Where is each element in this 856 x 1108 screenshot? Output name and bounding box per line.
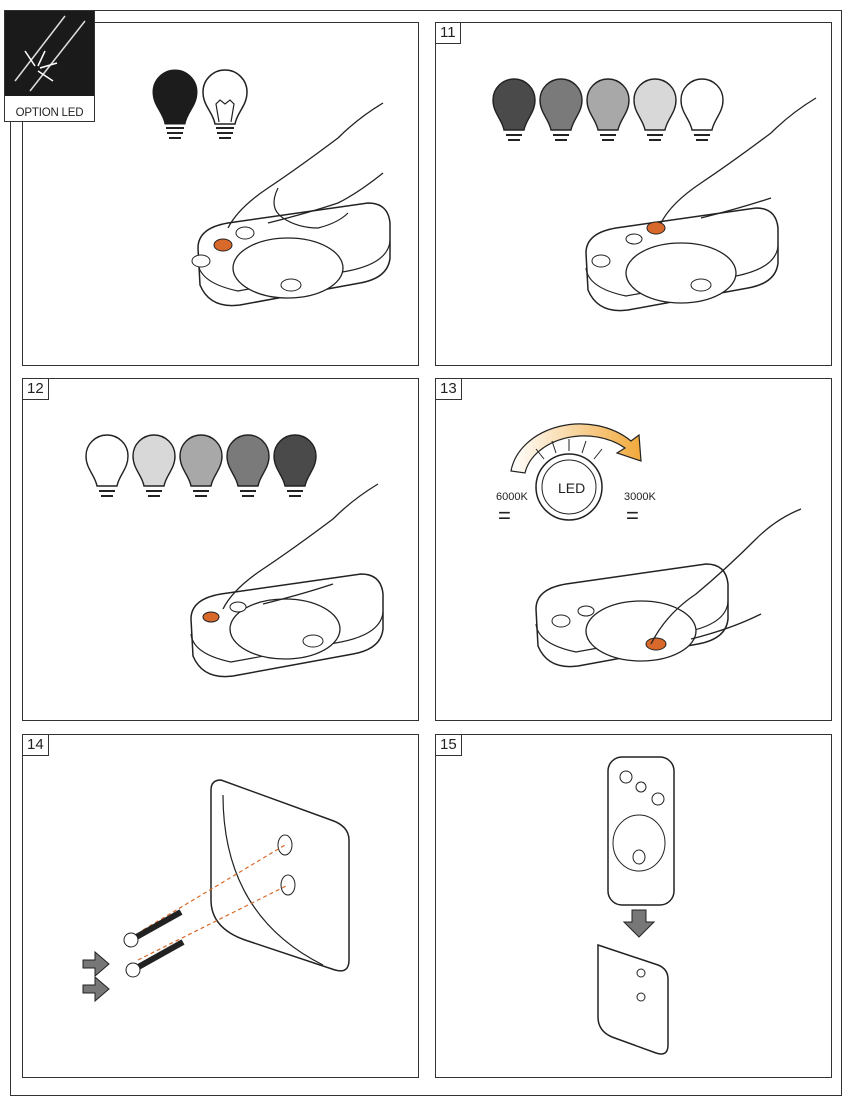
step-12-illustration (85, 434, 384, 678)
step-11-panel: 11 (435, 22, 832, 366)
color-temperature-dial (510, 423, 642, 521)
step-12-panel: 12 (22, 378, 419, 721)
remote-control-icon (190, 573, 384, 678)
step-14-illustration (82, 779, 350, 1003)
dial-left-label: 6000K (496, 491, 528, 503)
hand-icon (227, 102, 384, 229)
remote-control-icon (191, 202, 391, 307)
bulb-icon-row (85, 434, 317, 497)
step-10-panel: 10 (22, 22, 419, 366)
step-number: 12 (23, 379, 49, 400)
remote-control-icon (535, 563, 729, 668)
step-11-illustration (492, 78, 817, 312)
holder-bracket-icon (597, 943, 669, 1055)
dial-left-equals: = (498, 503, 511, 528)
dial-center-label: LED (558, 480, 586, 496)
led-light-icon (5, 11, 94, 96)
arrow-icon (622, 909, 656, 938)
arrow-icon (82, 950, 110, 1003)
step-13-illustration (510, 423, 802, 668)
step-14-panel: 14 (22, 734, 419, 1078)
dial-right-equals: = (626, 503, 639, 528)
hand-icon (660, 97, 817, 224)
remote-control-icon (607, 756, 675, 906)
step-number: 11 (436, 23, 461, 44)
badge-label: OPTION LED (15, 107, 84, 119)
bulb-icon-on (202, 69, 248, 139)
step-15-illustration (597, 756, 675, 1055)
step-13-panel: 13 (435, 378, 832, 721)
screw-icon (123, 909, 183, 948)
bulb-icon-row (492, 78, 724, 141)
holder-bracket-icon (210, 779, 350, 972)
step-15-panel: 15 (435, 734, 832, 1078)
remote-control-icon (585, 207, 779, 312)
step-10-illustration (152, 69, 391, 307)
step-number: 13 (436, 379, 462, 400)
step-number: 15 (436, 735, 462, 756)
option-led-badge: OPTION LED (4, 10, 95, 122)
hand-icon (222, 483, 379, 610)
step-number: 14 (23, 735, 49, 756)
screw-icon (125, 939, 185, 978)
hand-icon (650, 508, 802, 645)
dial-right-label: 3000K (624, 491, 656, 503)
instruction-sheet (10, 10, 842, 1096)
bulb-icon-off (152, 69, 198, 139)
